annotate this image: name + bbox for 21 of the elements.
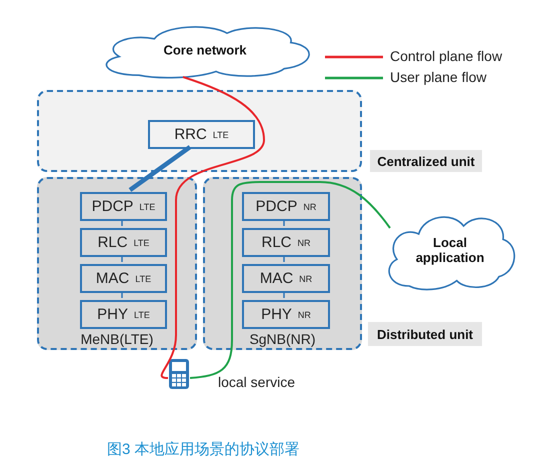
centralized-unit-box [37, 90, 362, 172]
connector-line [283, 219, 285, 226]
cloud-label: Core network [162, 42, 248, 58]
connector-line [121, 255, 123, 262]
legend-text: Control plane flow [390, 48, 502, 64]
unit-label: MeNB(LTE) [80, 331, 154, 347]
node-caption: local service [218, 374, 296, 390]
connector-line [121, 291, 123, 298]
connector-line [283, 255, 285, 262]
cloud-label: Local application [414, 235, 486, 265]
unit-label: SgNB(NR) [248, 331, 317, 347]
legend-text: User plane flow [390, 69, 486, 85]
unit-tag: Centralized unit [370, 150, 482, 172]
base-station-box [37, 177, 197, 350]
connector-line [283, 291, 285, 298]
flow-line [190, 181, 391, 379]
figure-caption: 图3 本地应用场景的协议部署 [107, 440, 300, 459]
base-station-box [203, 177, 362, 350]
unit-tag: Distributed unit [368, 322, 482, 346]
phone-icon [168, 358, 190, 390]
connector-line [121, 219, 123, 226]
